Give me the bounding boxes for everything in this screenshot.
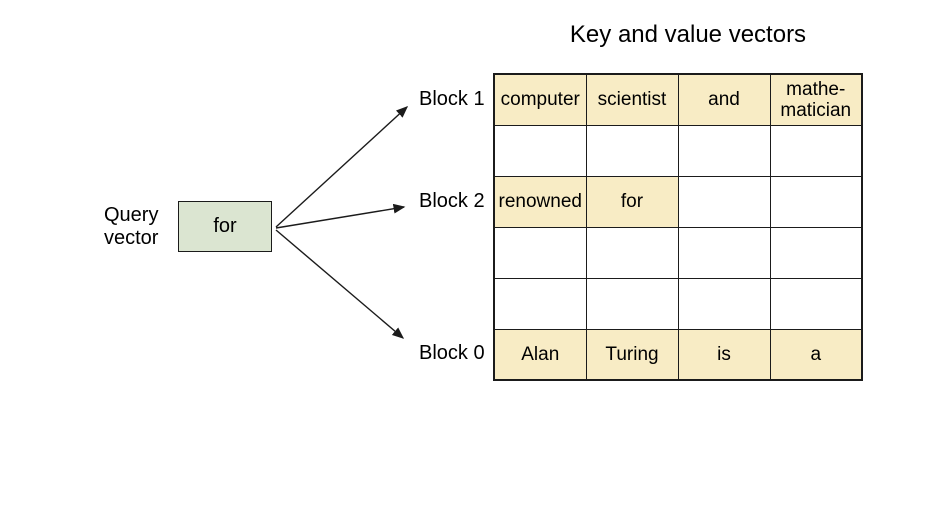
kv-cell (769, 175, 863, 228)
kv-cell: mathe- matician (769, 73, 863, 126)
kv-cell (585, 124, 679, 177)
kv-cell (493, 226, 587, 279)
kv-cell (585, 277, 679, 330)
kv-cell (493, 277, 587, 330)
kv-table-row: computer scientist and mathe- matician (493, 73, 863, 126)
block-2-label: Block 2 (419, 190, 485, 212)
kv-cell: Turing (585, 328, 679, 381)
block-0-label: Block 0 (419, 342, 485, 364)
kv-cell: renowned (493, 175, 587, 228)
kv-cell (677, 124, 771, 177)
block-1-label: Block 1 (419, 88, 485, 110)
kv-cell (677, 175, 771, 228)
kv-cell: computer (493, 73, 587, 126)
kv-cell: scientist (585, 73, 679, 126)
kv-cell: for (585, 175, 679, 228)
query-vector-box: for (178, 201, 272, 252)
kv-cell: a (769, 328, 863, 381)
kv-table-row (493, 226, 863, 279)
kv-table-row (493, 124, 863, 177)
kv-cell (769, 226, 863, 279)
arrow-to-block-2 (275, 203, 406, 229)
kv-cell: Alan (493, 328, 587, 381)
kv-cell (493, 124, 587, 177)
kv-table-row: renowned for (493, 175, 863, 228)
kv-cell: is (677, 328, 771, 381)
kv-cell: and (677, 73, 771, 126)
kv-cell (677, 277, 771, 330)
kv-cell (769, 277, 863, 330)
kv-cell (769, 124, 863, 177)
kv-cell (677, 226, 771, 279)
kv-table: computer scientist and mathe- matician r… (493, 73, 863, 381)
kv-table-row: Alan Turing is a (493, 328, 863, 381)
query-token: for (213, 215, 237, 237)
diagram-title: Key and value vectors (569, 21, 807, 48)
arrow-to-block-0 (275, 229, 405, 339)
kv-cell (585, 226, 679, 279)
query-vector-label: Query vector (104, 204, 159, 249)
arrow-to-block-1 (275, 106, 409, 228)
kv-table-row (493, 277, 863, 330)
